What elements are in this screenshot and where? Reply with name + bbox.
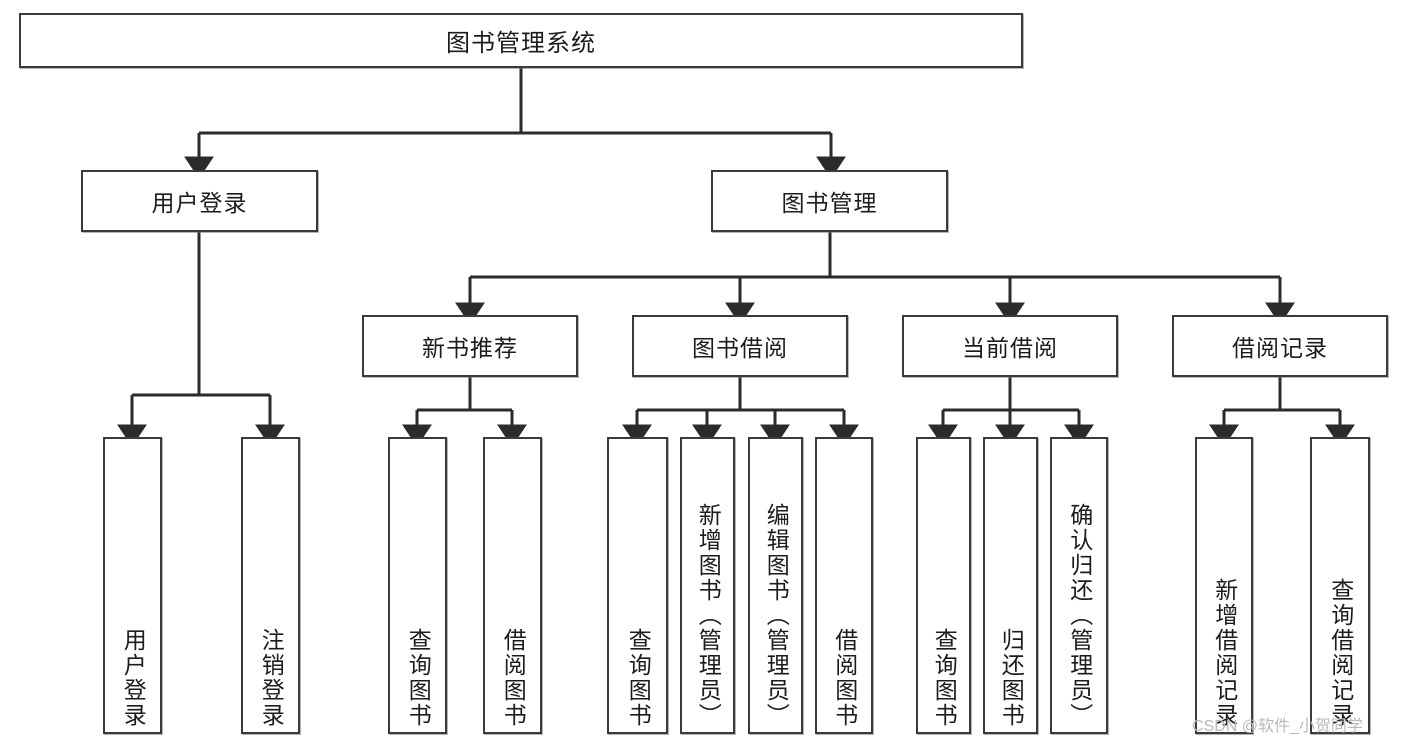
leaf-query-borrow-record[interactable]: 查询借阅记录	[1310, 437, 1370, 734]
node-book-borrow[interactable]: 图书借阅	[632, 315, 848, 377]
leaf-borrow-book[interactable]: 借阅图书	[815, 437, 873, 734]
leaf-query-book-current[interactable]: 查询图书	[916, 437, 971, 734]
leaf-add-borrow-record[interactable]: 新增借阅记录	[1195, 437, 1253, 734]
node-root[interactable]: 图书管理系统	[19, 13, 1023, 68]
node-new-book-recommend[interactable]: 新书推荐	[362, 315, 578, 377]
node-book-management[interactable]: 图书管理	[711, 170, 948, 232]
leaf-edit-book-admin[interactable]: 编辑图书（管理员）	[748, 437, 803, 734]
node-label: 确认归还（管理员）	[1066, 503, 1093, 728]
leaf-borrow-book-recommend[interactable]: 借阅图书	[483, 437, 542, 734]
node-label: 借阅记录	[1232, 335, 1328, 361]
leaf-query-book-recommend[interactable]: 查询图书	[388, 437, 447, 734]
node-label: 借阅图书	[831, 628, 858, 728]
leaf-confirm-return-admin[interactable]: 确认归还（管理员）	[1050, 437, 1108, 734]
node-label: 新增图书（管理员）	[695, 503, 722, 728]
node-label: 查询图书	[625, 628, 652, 728]
node-label: 用户登录	[151, 190, 248, 216]
node-current-borrow[interactable]: 当前借阅	[902, 315, 1118, 377]
leaf-query-book-borrow[interactable]: 查询图书	[607, 437, 668, 734]
node-label: 归还图书	[998, 628, 1025, 728]
node-label: 查询图书	[931, 628, 958, 728]
node-label: 新书推荐	[422, 335, 518, 361]
leaf-return-book[interactable]: 归还图书	[983, 437, 1038, 734]
node-label: 借阅图书	[500, 628, 527, 728]
node-label: 图书借阅	[692, 335, 788, 361]
node-label: 新增借阅记录	[1211, 578, 1238, 728]
node-label: 图书管理	[781, 190, 878, 216]
node-borrow-record[interactable]: 借阅记录	[1172, 315, 1388, 377]
node-user-login[interactable]: 用户登录	[81, 170, 318, 232]
node-label: 图书管理系统	[446, 30, 596, 57]
leaf-logout[interactable]: 注销登录	[241, 437, 300, 734]
leaf-user-login[interactable]: 用户登录	[103, 437, 162, 734]
node-label: 编辑图书（管理员）	[763, 503, 790, 728]
leaf-add-book-admin[interactable]: 新增图书（管理员）	[680, 437, 735, 734]
node-label: 用户登录	[120, 628, 147, 728]
node-label: 当前借阅	[962, 335, 1058, 361]
node-label: 查询借阅记录	[1327, 578, 1354, 728]
node-label: 注销登录	[258, 628, 285, 728]
node-label: 查询图书	[405, 628, 432, 728]
